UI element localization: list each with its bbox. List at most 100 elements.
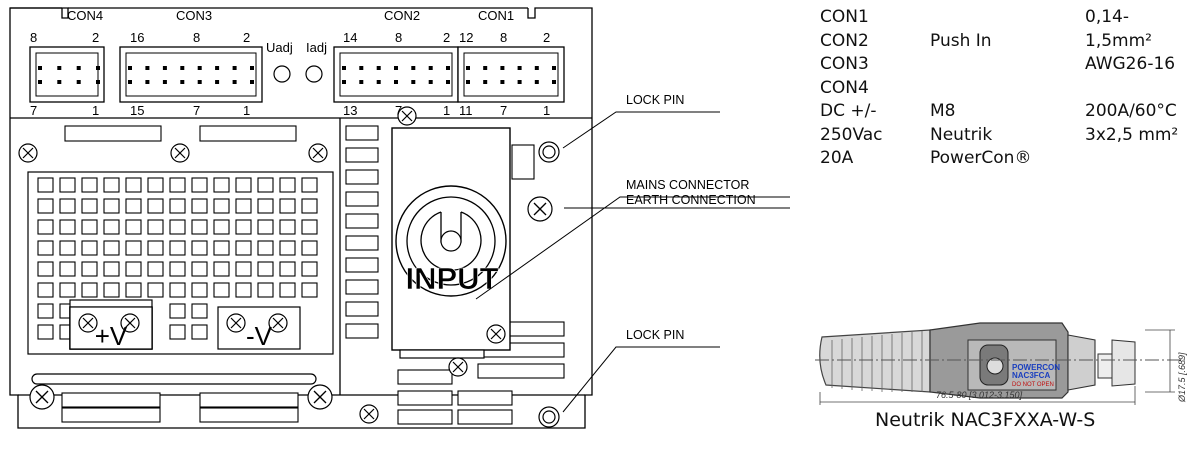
spec-cell: 1,5mm² [1085,30,1152,51]
iadj-potentiometer [305,65,323,83]
spec-cell [930,53,1085,77]
vent-square [37,177,54,193]
pin-dot [428,80,433,84]
spec-cell: CON1 [820,7,869,27]
pin-dot [180,80,185,84]
pin-dot [197,80,202,84]
pin-dot [500,66,505,70]
vent-square [235,261,252,277]
vent-square [169,240,186,256]
vent-square [103,198,120,214]
con3-pin-bottom-2: 7 [193,103,200,118]
vent-square [103,261,120,277]
pin-dot [145,80,150,84]
vent-square [169,261,186,277]
vent-square [103,282,120,298]
pin-dot [250,66,254,70]
pin-dot [500,80,505,84]
heatsink-vent-grid [37,177,318,340]
mains-connector-body [391,127,511,359]
vent-square [301,177,318,193]
vent-square [213,282,230,298]
pin-dot [38,66,42,70]
plug-warning-text: DO NOT OPEN [1012,382,1054,388]
pin-dot [57,66,62,70]
vent-square [191,282,208,298]
vent-square [169,303,186,319]
screw-icon [486,324,506,344]
vent-square [81,261,98,277]
vent-square [125,219,142,235]
vent-square [213,198,230,214]
pin-dot [38,80,42,84]
bus-bar [31,373,317,385]
vent-square [191,177,208,193]
lock-pin-top-callout: LOCK PIN [626,93,684,107]
plug-model-text: NAC3FCA [1012,371,1050,380]
screw-icon [308,143,328,163]
con1-pin-bottom-1: 11 [459,103,473,118]
vent-square [81,240,98,256]
vent-square [103,219,120,235]
con2-pin-bottom-2: 7 [395,103,402,118]
pin-dot [128,66,132,70]
vent-square [279,177,296,193]
spec-cell: Neutrik [930,124,993,145]
pin-dot [76,80,81,84]
pin-dot [76,66,81,70]
con2-label: CON2 [384,8,420,23]
vent-square [235,219,252,235]
screw-icon [226,313,246,333]
vent-square [147,240,164,256]
pin-dot [534,66,539,70]
pin-dot [552,80,556,84]
connector-pin-dots [38,66,556,84]
con1-connector [457,46,565,103]
spec-cell: CON2 [820,30,869,51]
screw-icon [29,384,55,410]
vent-square [191,219,208,235]
vent-square [257,198,274,214]
con3-pin-top-3: 2 [243,30,250,45]
input-label: INPUT [406,261,499,296]
vent-square [191,303,208,319]
vent-square [103,177,120,193]
pin-dot [517,66,522,70]
spec-row: CON4 [820,77,1178,101]
vent-square [147,177,164,193]
vent-square [257,261,274,277]
vent-square [81,177,98,193]
vent-square [125,177,142,193]
pin-dot [96,80,100,84]
vent-square [235,177,252,193]
vent-square [301,219,318,235]
plus-v-label: +V [95,321,128,351]
con4-pin-top-left: 8 [30,30,37,45]
vent-square [191,198,208,214]
con4-pin-top-right: 2 [92,30,99,45]
con4-label: CON4 [67,8,103,23]
vent-square [147,282,164,298]
vent-square [37,324,54,340]
vent-square [147,219,164,235]
vent-square [59,282,76,298]
vent-square [125,240,142,256]
pin-dot [466,80,470,84]
pin-dot [215,80,220,84]
spec-cell: 20A [820,148,854,168]
pin-dot [57,80,62,84]
lock-pin-icon [538,406,560,428]
vent-square [191,324,208,340]
plug-dimension-label: 76.5-80 [3.012-3.150] [936,390,1023,400]
screw-icon [359,404,379,424]
vent-square [235,198,252,214]
pin-dot [376,66,381,70]
con1-pin-top-2: 8 [500,30,507,45]
pin-dot [411,80,416,84]
vent-square [81,282,98,298]
vent-square [81,198,98,214]
con2-pin-top-1: 14 [343,30,357,45]
con2-pin-bottom-1: 13 [343,103,357,118]
spec-cell [1085,147,1178,171]
